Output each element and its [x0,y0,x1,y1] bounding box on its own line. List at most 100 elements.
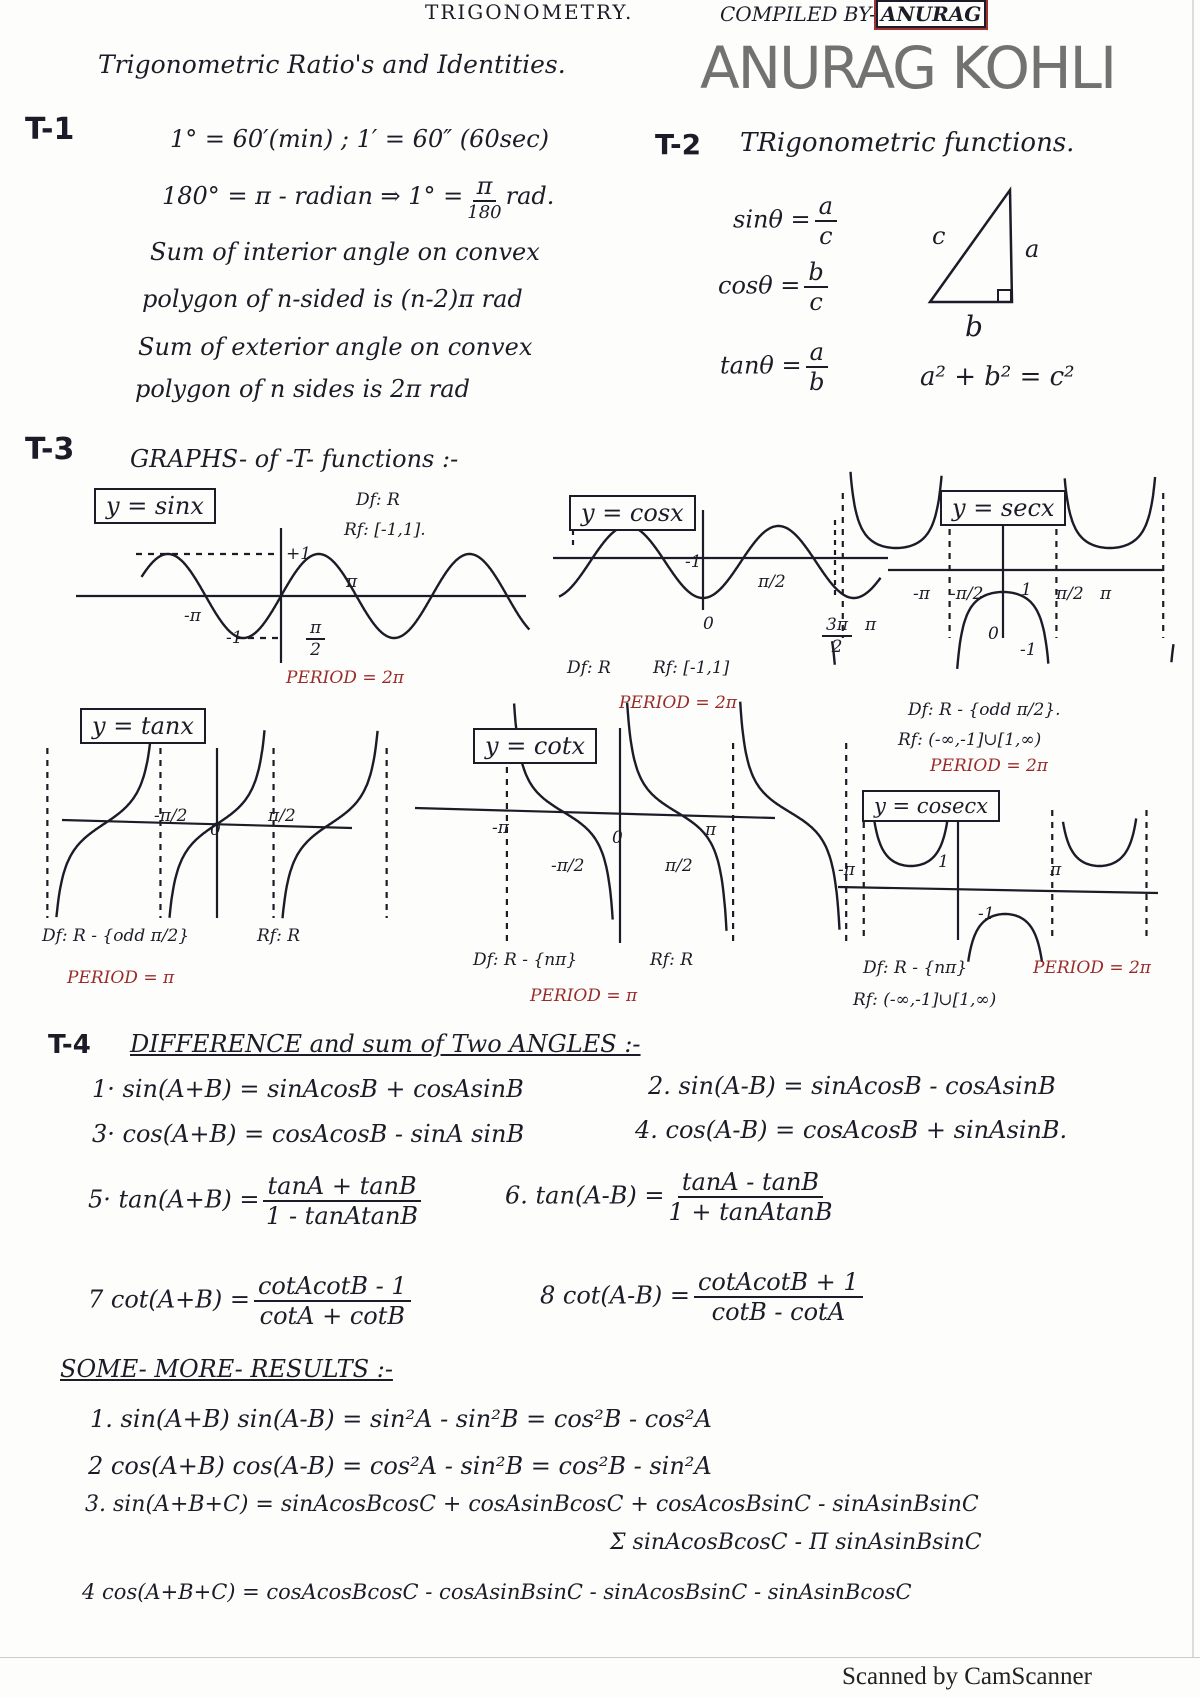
tick-plus1: +1 [286,544,312,564]
subtitle: Trigonometric Ratio's and Identities. [98,50,566,79]
tick-minus-pi-half: -π/2 [551,856,585,876]
scanner-footer: Scanned by CamScanner [842,1663,1092,1690]
compiled-by: COMPILED BY-ANURAG [720,0,989,30]
denominator: 1 - tanAtanB [266,1202,419,1230]
tick-minus1: -1 [1020,640,1037,660]
graph-cot: y = cotx -π 0 π -π/2 π/2 Df: R - {nπ} Rf… [414,701,848,1018]
range-label: Rf: (-∞,-1]∪[1,∞) [853,990,997,1010]
side-b-label: b [965,310,983,343]
t1-line5: Sum of exterior angle on convex [138,333,533,361]
lhs: 5· tan(A+B) = [88,1185,260,1214]
t1-line2-unit: rad. [505,182,555,210]
range-label: Rf: [-1,1]. [344,520,426,540]
sin-graph-plot [76,528,531,663]
pythagoras: a² + b² = c² [920,362,1075,392]
cot-curve [512,701,841,931]
side-c-label: c [932,222,946,250]
numerator: tanA - tanB [677,1168,824,1198]
more-results-title: SOME- MORE- RESULTS :- [60,1355,393,1383]
t2-title: TRigonometric functions. [740,128,1075,158]
numerator: a [814,192,837,222]
range-label: Rf: [-1,1] [653,658,730,678]
tan-lhs: tanθ = [720,351,802,380]
domain-label: Df: R - {nπ} [473,950,578,970]
range-label: Rf: (-∞,-1]∪[1,∞) [898,730,1042,750]
result-3: 3. sin(A+B+C) = sinAcosBcosC + cosAsinBc… [85,1492,979,1517]
cos-lhs: cosθ = [718,271,801,300]
lhs: 6. tan(A-B) = [505,1181,665,1210]
page-bottom-edge [0,1657,1200,1658]
period-label: PERIOD = π [67,968,175,988]
denominator: cotB - cotA [711,1298,846,1326]
tick-pi: π [1100,584,1112,604]
period-label: PERIOD = 2π [286,668,404,688]
period-label: PERIOD = 2π [930,756,1048,776]
tick-zero: 0 [988,624,999,644]
tick-one: 1 [938,852,949,872]
x-axis [837,885,1159,895]
tick-pi-half: π/2 [1056,584,1084,604]
t1-line6: polygon of n sides is 2π rad [135,375,470,403]
domain-label: Df: R [567,658,611,678]
numerator: a [805,338,828,368]
section-label-t4: T-4 [48,1030,91,1060]
domain-label: Df: R - {odd π/2} [42,926,190,946]
denominator: cotA + cotB [259,1302,406,1330]
numerator: 3π [822,615,852,637]
page-edge [1192,0,1194,1657]
denominator: b [809,368,825,396]
t4-title: DIFFERENCE and sum of Two ANGLES :- [130,1030,641,1058]
sin-curve [140,552,531,640]
tick-minus-pi: -π [492,818,509,838]
compiled-by-label: COMPILED BY- [720,2,876,26]
result-1: 1. sin(A+B) sin(A-B) = sin²A - sin²B = c… [90,1405,712,1433]
graph-cosec: y = cosecx -π 1 π -1 Df: R - {nπ} PERIOD… [837,790,1159,1030]
watermark: ANURAG KOHLI [700,34,1117,102]
tick-minus1: -1 [226,628,243,648]
period-label: PERIOD = 2π [619,693,737,713]
range-label: Rf: R [650,950,694,970]
formula-3: 3· cos(A+B) = cosAcosB - sinA sinB [92,1120,525,1148]
side-a-label: a [1025,235,1040,263]
denominator: c [809,288,823,316]
page-title: TRIGONOMETRY. [425,0,634,24]
tick-pi: π [865,615,877,635]
domain-label: Df: R - {nπ} [863,958,968,978]
tick-minus-pi: -π [913,584,930,604]
range-label: Rf: R [257,926,301,946]
period-label: PERIOD = π [530,986,638,1006]
tick-minus1: -1 [685,552,702,572]
section-label-t3: T-3 [25,432,75,467]
sec-curve [830,471,1175,670]
t1-line3: Sum of interior angle on convex [150,238,540,266]
graph-title: y = tanx [80,708,206,744]
numerator: cotAcotB + 1 [693,1268,863,1298]
x-axis [414,806,776,820]
lhs: 8 cot(A-B) = [540,1281,690,1310]
numerator: tanA + tanB [263,1172,421,1202]
period-label: PERIOD = 2π [1033,958,1151,978]
tick-one: 1 [1021,580,1032,600]
tick-zero: 0 [703,614,714,634]
tick-pi-half: π/2 [268,806,296,826]
tick-zero: 0 [210,820,221,840]
graph-tan: y = tanx -π/2 0 π/2 Df: R - {odd π/2} Rf… [42,708,412,1008]
tan-graph-plot [46,729,388,919]
denominator: 1 + tanAtanB [668,1198,833,1226]
result-4: 4 cos(A+B+C) = cosAcosBcosC - cosAsinBsi… [82,1580,912,1604]
formula-2: 2. sin(A-B) = sinAcosB - cosAsinB [648,1072,1056,1100]
